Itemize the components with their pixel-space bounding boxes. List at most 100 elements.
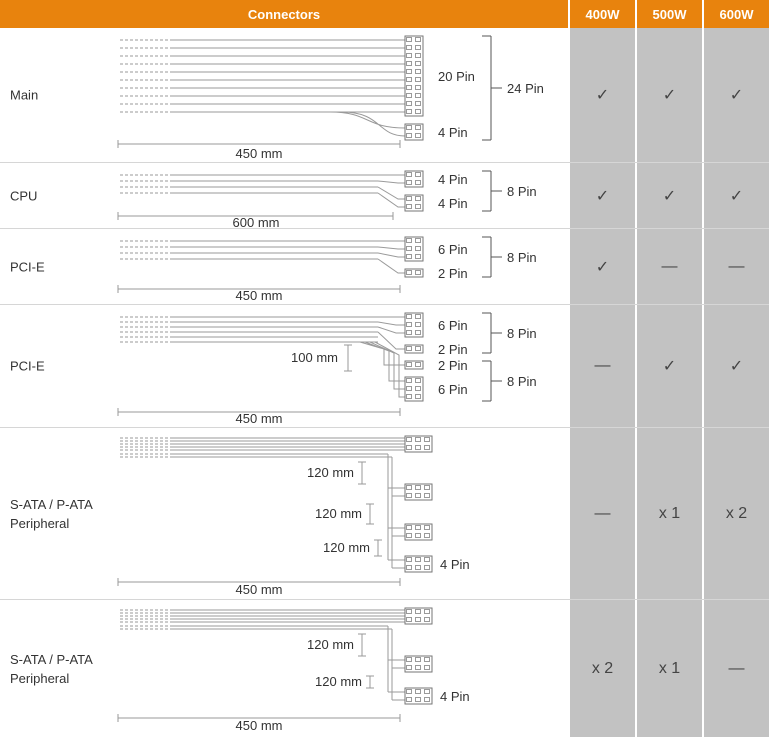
length-dimension-line [117, 578, 401, 586]
main-diagram-cell: Main 20 Pin 4 Pin 24 Pin 450 mm [0, 28, 568, 162]
segment-dimension-line [344, 344, 352, 372]
length-label: 450 mm [236, 288, 283, 303]
length-label: 600 mm [233, 215, 280, 228]
segment-length-label: 120 mm [307, 465, 354, 480]
group-bracket [482, 360, 502, 402]
pin-label: 2 Pin [438, 266, 468, 281]
value-500w: ✓ [635, 28, 702, 162]
row-label: PCI-E [10, 358, 45, 374]
pin-label: 6 Pin [438, 242, 468, 257]
value-400w: — [568, 305, 635, 427]
row-label-line1: S-ATA / P-ATA [10, 651, 93, 667]
cpu-diagram-cell: CPU 4 Pin 4 Pin 8 Pin 600 mm [0, 163, 568, 228]
pcie-dual-diagram-cell: PCI-E 6 Pin 2 Pin 2 Pin 6 Pin 8 Pin [0, 305, 568, 427]
group-label: 24 Pin [507, 81, 544, 96]
row-label: S-ATA / P-ATA Peripheral [10, 495, 93, 533]
header-connectors: Connectors [0, 0, 568, 28]
segment-dimension-line [366, 503, 374, 525]
pcie-cable-diagram: 6 Pin 2 Pin 8 Pin 450 mm [117, 236, 537, 303]
pcie-dual-cable-diagram: 6 Pin 2 Pin 2 Pin 6 Pin 8 Pin 8 Pin 100 … [117, 312, 537, 426]
header-400w: 400W [568, 0, 635, 28]
value-500w: x 1 [635, 600, 702, 737]
length-dimension-line [117, 408, 401, 416]
segment-dimension-line [374, 539, 382, 557]
wire-bundle [120, 240, 405, 274]
value-500w: ✓ [635, 163, 702, 228]
row-pcie-single: PCI-E 6 Pin 2 Pin 8 Pin 450 mm ✓ — — [0, 229, 769, 305]
length-dimension-line [117, 212, 394, 220]
connector-sata [404, 435, 433, 453]
pin-label: 2 Pin [438, 358, 468, 373]
header-500w: 500W [635, 0, 702, 28]
connector-sata [404, 523, 433, 541]
value-400w: — [568, 428, 635, 599]
connector-sata [404, 483, 433, 501]
connector-2pin [404, 360, 424, 370]
group-label: 8 Pin [507, 326, 537, 341]
connector-4pin-peripheral [404, 687, 433, 705]
main-cable-diagram: 20 Pin 4 Pin 24 Pin 450 mm [117, 35, 544, 161]
row-label-line2: Peripheral [10, 670, 70, 686]
connector-4pin [404, 170, 424, 188]
value-500w: — [635, 229, 702, 304]
value-400w: ✓ [568, 163, 635, 228]
length-dimension-line [117, 140, 401, 148]
value-600w: x 2 [702, 428, 769, 599]
cpu-cable-diagram: 4 Pin 4 Pin 8 Pin 600 mm [117, 170, 537, 228]
pin-label: 4 Pin [438, 172, 468, 187]
value-600w: — [702, 229, 769, 304]
value-600w: — [702, 600, 769, 737]
header-600w: 600W [702, 0, 769, 28]
pin-label: 4 Pin [440, 557, 470, 572]
row-cpu: CPU 4 Pin 4 Pin 8 Pin 600 mm ✓ ✓ ✓ [0, 163, 769, 229]
connector-sata [404, 655, 433, 673]
value-600w: ✓ [702, 28, 769, 162]
segment-dimension-line [366, 675, 374, 689]
sata-diagram-cell: S-ATA / P-ATA Peripheral 120 mm 120 mm [0, 428, 568, 599]
pin-label: 4 Pin [438, 196, 468, 211]
row-sata-pata-2seg: S-ATA / P-ATA Peripheral 120 mm 120 mm 4… [0, 600, 769, 737]
connector-2pin [404, 344, 424, 354]
length-label: 450 mm [236, 718, 283, 733]
connector-6pin [404, 376, 424, 402]
table-header: Connectors 400W 500W 600W [0, 0, 769, 28]
length-label: 450 mm [236, 146, 283, 161]
wire-bundle [120, 174, 405, 208]
group-label: 8 Pin [507, 374, 537, 389]
group-bracket [482, 35, 502, 141]
wire-bundle [120, 39, 406, 137]
row-label: CPU [10, 188, 38, 203]
pin-label: 6 Pin [438, 318, 468, 333]
wire-bundle [120, 316, 405, 398]
length-dimension-line [117, 714, 401, 722]
connector-4pin-peripheral [404, 555, 433, 573]
value-500w: x 1 [635, 428, 702, 599]
pin-label: 4 Pin [438, 125, 468, 140]
row-sata-pata-3seg: S-ATA / P-ATA Peripheral 120 mm 120 mm [0, 428, 769, 600]
pcie-diagram-cell: PCI-E 6 Pin 2 Pin 8 Pin 450 mm [0, 229, 568, 304]
pin-label: 2 Pin [438, 342, 468, 357]
group-bracket [482, 236, 502, 278]
sata-diagram-cell: S-ATA / P-ATA Peripheral 120 mm 120 mm 4… [0, 600, 568, 737]
pin-label: 6 Pin [438, 382, 468, 397]
row-main: Main 20 Pin 4 Pin 24 Pin 450 mm ✓ ✓ ✓ [0, 28, 769, 163]
value-500w: ✓ [635, 305, 702, 427]
segment-length-label: 120 mm [323, 540, 370, 555]
segment-length-label: 100 mm [291, 350, 338, 365]
value-400w: ✓ [568, 229, 635, 304]
value-600w: ✓ [702, 305, 769, 427]
pin-label: 20 Pin [438, 69, 475, 84]
connector-sata [404, 607, 433, 625]
value-600w: ✓ [702, 163, 769, 228]
value-400w: ✓ [568, 28, 635, 162]
connector-4pin [404, 123, 424, 141]
segment-length-label: 120 mm [315, 506, 362, 521]
length-label: 450 mm [236, 411, 283, 426]
group-bracket [482, 170, 502, 212]
segment-length-label: 120 mm [307, 637, 354, 652]
length-label: 450 mm [236, 582, 283, 597]
row-label: Main [10, 87, 39, 103]
sata-cable-diagram: 120 mm 120 mm 4 Pin 450 mm [117, 607, 470, 733]
row-label: PCI-E [10, 259, 45, 274]
pin-label: 4 Pin [440, 689, 470, 704]
